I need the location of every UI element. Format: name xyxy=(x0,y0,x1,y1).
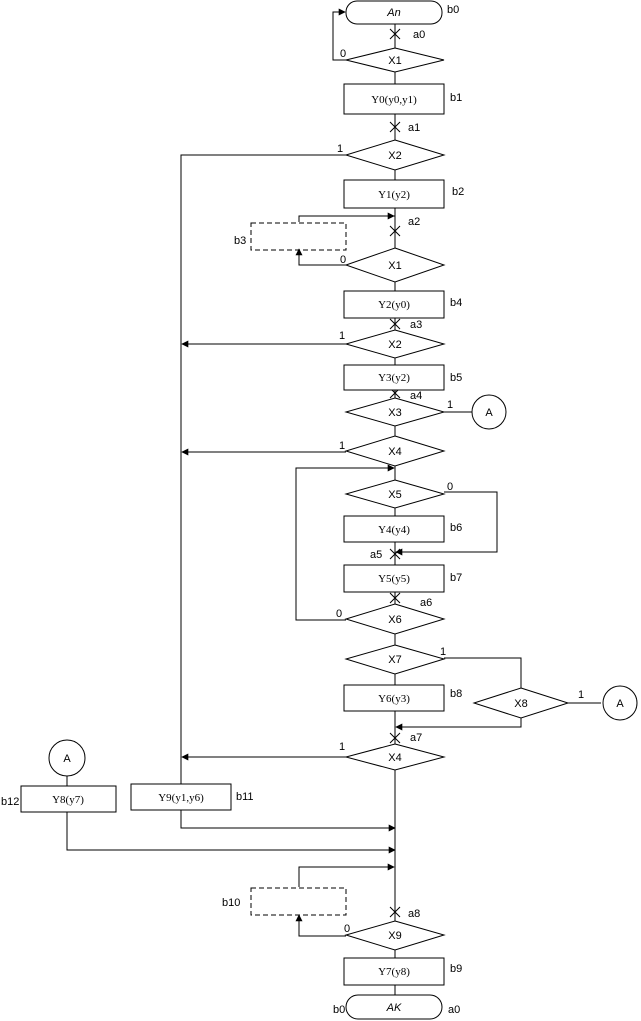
decision-c10-text: X8 xyxy=(514,698,527,710)
branch-one-c4: 1 xyxy=(339,330,345,342)
decision-c9: X7 xyxy=(344,644,446,675)
label-b12: b12 xyxy=(1,796,19,808)
decision-c1-text: X1 xyxy=(388,55,401,67)
label-a6: a6 xyxy=(420,597,432,609)
label-a3: a3 xyxy=(410,319,422,331)
block-b6: Y4(y4) xyxy=(343,515,445,543)
branch-one-c9: 1 xyxy=(440,646,446,658)
label-b6: b6 xyxy=(450,522,462,534)
end-label: AK xyxy=(386,1002,402,1014)
label-a7: a7 xyxy=(410,732,422,744)
branch-zero-c12: 0 xyxy=(344,923,350,935)
label-a0-top: a0 xyxy=(413,29,425,41)
decision-c1: X1 xyxy=(345,47,445,73)
start-terminal: An xyxy=(345,0,443,25)
decision-c2-text: X2 xyxy=(388,150,401,162)
label-b0-bottom: b0 xyxy=(333,1004,345,1016)
branch-values: 0 1 0 1 1 1 0 0 1 1 1 0 xyxy=(336,48,584,935)
label-a5: a5 xyxy=(370,549,382,561)
block-b12: Y8(y7) xyxy=(20,785,117,813)
label-a2: a2 xyxy=(408,216,420,228)
block-b3 xyxy=(250,222,347,251)
block-b7: Y5(y5) xyxy=(343,564,445,593)
label-b0-top: b0 xyxy=(447,4,459,16)
decision-c6: X4 xyxy=(344,435,446,467)
branch-zero-c1: 0 xyxy=(340,48,346,60)
label-b4: b4 xyxy=(450,297,462,309)
label-a4: a4 xyxy=(410,390,422,402)
decision-c11: X4 xyxy=(344,743,446,771)
block-b11: Y9(y1,y6) xyxy=(130,783,232,811)
branch-zero-c7: 0 xyxy=(447,481,453,493)
state-marks xyxy=(389,28,401,918)
decision-c8: X6 xyxy=(344,603,446,635)
block-b5-text: Y3(y2) xyxy=(378,372,410,384)
block-b2-text: Y1(y2) xyxy=(378,189,410,201)
label-a1: a1 xyxy=(408,122,420,134)
decision-c5: X3 xyxy=(344,397,446,427)
connector-b12-text: A xyxy=(63,753,71,765)
decision-c6-text: X4 xyxy=(388,446,401,458)
label-b8: b8 xyxy=(450,688,462,700)
decision-c9-text: X7 xyxy=(388,654,401,666)
connector-x3: A xyxy=(471,394,507,430)
branch-one-c6: 1 xyxy=(339,440,345,452)
label-b2: b2 xyxy=(452,186,464,198)
branch-one-c2: 1 xyxy=(337,143,343,155)
block-b8-text: Y6(y3) xyxy=(378,693,410,705)
decision-c12: X9 xyxy=(344,920,446,951)
block-b4: Y2(y0) xyxy=(343,290,445,319)
branch-one-c11: 1 xyxy=(339,741,345,753)
branch-zero-c3: 0 xyxy=(340,254,346,266)
decision-c11-text: X4 xyxy=(388,752,401,764)
block-b5: Y3(y2) xyxy=(343,364,445,391)
block-b6-text: Y4(y4) xyxy=(378,524,410,536)
decision-c3-text: X1 xyxy=(388,260,401,272)
block-b2: Y1(y2) xyxy=(343,179,445,209)
label-b1: b1 xyxy=(450,92,462,104)
start-label: An xyxy=(386,7,400,19)
decision-c7-text: X5 xyxy=(388,489,401,501)
block-b1-text: Y0(y0,y1) xyxy=(371,94,417,106)
block-b4-text: Y2(y0) xyxy=(378,299,410,311)
decision-c5-text: X3 xyxy=(388,407,401,419)
branch-lines xyxy=(66,8,601,937)
block-b7-text: Y5(y5) xyxy=(378,573,410,585)
connector-x3-text: A xyxy=(485,407,493,419)
decision-c10: X8 xyxy=(472,687,570,719)
connector-x8: A xyxy=(602,685,638,721)
block-b11-text: Y9(y1,y6) xyxy=(158,792,204,804)
decision-c8-text: X6 xyxy=(388,614,401,626)
decision-c4: X2 xyxy=(344,329,446,359)
block-b12-text: Y8(y7) xyxy=(52,794,84,806)
label-b9: b9 xyxy=(450,963,462,975)
connector-x8-text: A xyxy=(616,698,624,710)
decision-c2: X2 xyxy=(344,139,446,171)
connector-b12: A xyxy=(48,739,86,777)
decision-c4-text: X2 xyxy=(388,339,401,351)
label-b5: b5 xyxy=(450,372,462,384)
decision-c12-text: X9 xyxy=(388,930,401,942)
decision-c7: X5 xyxy=(344,479,446,509)
label-b3: b3 xyxy=(234,235,246,247)
decision-c3: X1 xyxy=(344,247,446,283)
branch-one-c5: 1 xyxy=(447,399,453,411)
end-terminal: AK xyxy=(345,994,443,1020)
branch-one-c10: 1 xyxy=(578,689,584,701)
label-b7: b7 xyxy=(450,572,462,584)
branch-zero-c8: 0 xyxy=(336,608,342,620)
block-b9-text: Y7(y8) xyxy=(378,966,410,978)
block-b10 xyxy=(250,887,347,916)
block-b9: Y7(y8) xyxy=(343,957,445,986)
label-a8: a8 xyxy=(408,908,420,920)
block-b8: Y6(y3) xyxy=(343,684,445,712)
label-b10: b10 xyxy=(222,897,240,909)
block-b1: Y0(y0,y1) xyxy=(343,83,445,115)
label-b11: b11 xyxy=(236,791,254,803)
label-a0-bottom: a0 xyxy=(448,1004,460,1016)
side-labels: b0 a0 b1 a1 b2 a2 b3 b4 a3 b5 a4 b6 a5 b… xyxy=(1,4,464,1016)
